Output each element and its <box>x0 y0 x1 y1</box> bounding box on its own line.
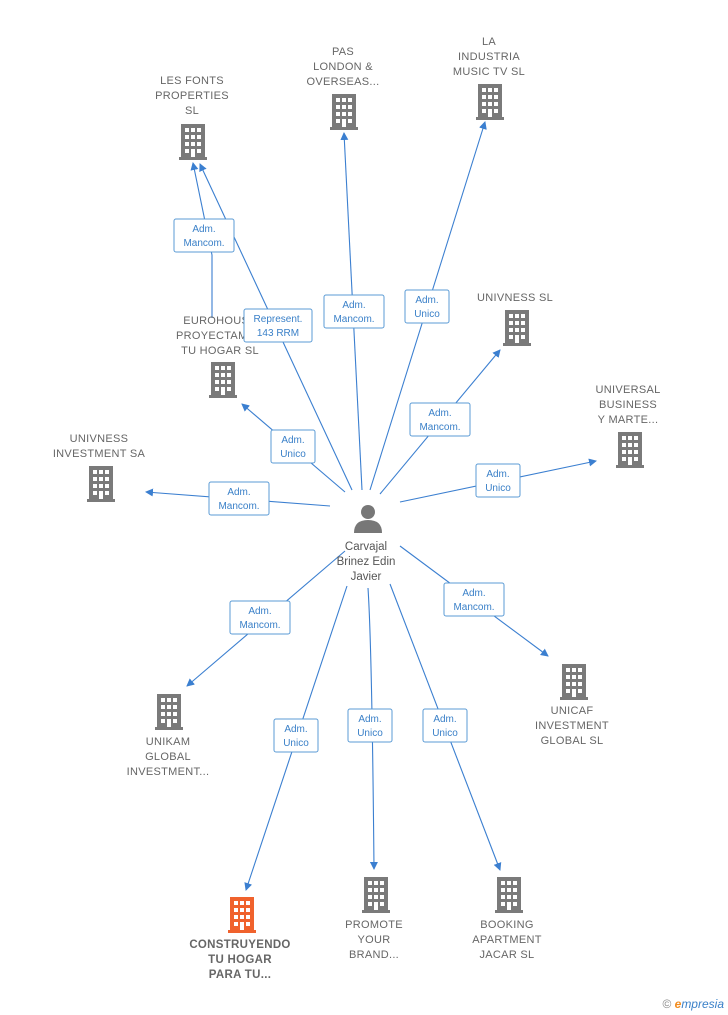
svg-text:Adm.Mancom.: Adm.Mancom. <box>333 300 374 325</box>
role-box[interactable]: Adm.Mancom. <box>323 294 385 329</box>
brand-initial: e <box>674 997 682 1011</box>
svg-text:Adm.Unico: Adm.Unico <box>280 435 306 460</box>
svg-text:Adm.Unico: Adm.Unico <box>283 724 309 749</box>
person-icon <box>354 505 382 533</box>
edge-promote <box>367 587 378 870</box>
svg-text:Represent.143 RRM: Represent.143 RRM <box>254 314 303 339</box>
role-box[interactable]: Adm.Mancom. <box>409 402 471 437</box>
edge-les-fonts-mancom <box>190 162 213 318</box>
role-box[interactable]: Adm.Unico <box>475 463 521 498</box>
svg-text:Adm.Unico: Adm.Unico <box>485 469 511 494</box>
role-box[interactable]: Adm.Mancom. <box>208 481 270 516</box>
empresia-watermark: © empresia <box>662 997 724 1011</box>
building-icon <box>155 694 183 730</box>
building-icon <box>503 310 531 346</box>
svg-text:Adm.Unico: Adm.Unico <box>414 295 440 320</box>
role-box[interactable]: Adm.Mancom. <box>173 218 235 253</box>
building-icon <box>476 84 504 120</box>
building-icon <box>616 432 644 468</box>
svg-text:Adm.Unico: Adm.Unico <box>357 714 383 739</box>
role-box[interactable]: Adm.Unico <box>422 708 468 743</box>
building-icon <box>495 877 523 913</box>
svg-text:Adm.Mancom.: Adm.Mancom. <box>419 408 460 433</box>
building-icon <box>362 877 390 913</box>
building-icon <box>228 897 256 933</box>
building-icon <box>209 362 237 398</box>
svg-text:Adm.Unico: Adm.Unico <box>432 714 458 739</box>
svg-text:Adm.Mancom.: Adm.Mancom. <box>453 588 494 613</box>
role-box[interactable]: Represent.143 RRM <box>243 308 313 343</box>
role-box[interactable]: Adm.Mancom. <box>443 582 505 617</box>
svg-text:Adm.Mancom.: Adm.Mancom. <box>218 487 259 512</box>
building-icon <box>560 664 588 700</box>
company-univness-sl[interactable]: UNIVNESS SL <box>477 292 553 346</box>
role-box[interactable]: Adm.Unico <box>273 718 319 753</box>
role-box[interactable]: Adm.Unico <box>347 708 393 743</box>
role-box[interactable]: Adm.Unico <box>270 429 316 464</box>
role-box[interactable]: Adm.Unico <box>404 289 450 324</box>
role-box[interactable]: Adm.Mancom. <box>229 600 291 635</box>
svg-text:UNIVNESS SL: UNIVNESS SL <box>477 292 553 304</box>
building-icon <box>87 466 115 502</box>
svg-text:Adm.Mancom.: Adm.Mancom. <box>183 224 224 249</box>
building-icon <box>179 124 207 160</box>
building-icon <box>330 94 358 130</box>
copyright-symbol: © <box>662 997 672 1011</box>
brand-name: mpresia <box>681 997 724 1011</box>
svg-text:Adm.Mancom.: Adm.Mancom. <box>239 606 280 631</box>
role-labels: Adm.Mancom. Represent.143 RRM Adm.Mancom… <box>173 218 521 753</box>
